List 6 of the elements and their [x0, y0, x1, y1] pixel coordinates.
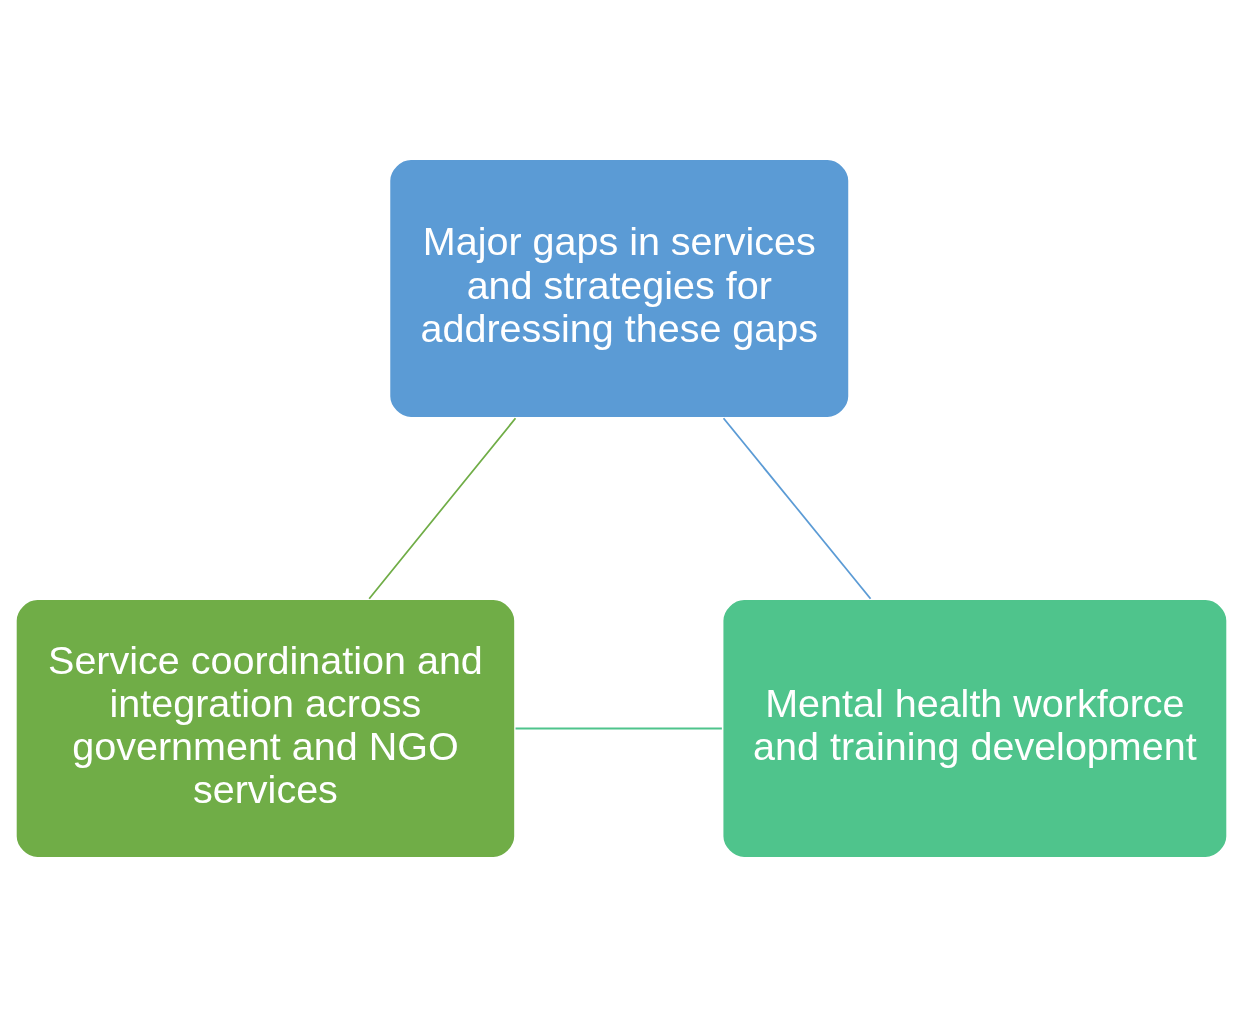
node-box: Mental health workforce and training development — [721, 598, 1229, 859]
connector — [514, 727, 723, 730]
node-box: Service coordination and integration across government and NGO services — [14, 598, 516, 859]
node-box: Major gaps in services and strategies for addressing these gaps — [388, 158, 851, 419]
connector — [368, 417, 517, 600]
connector — [722, 417, 872, 600]
